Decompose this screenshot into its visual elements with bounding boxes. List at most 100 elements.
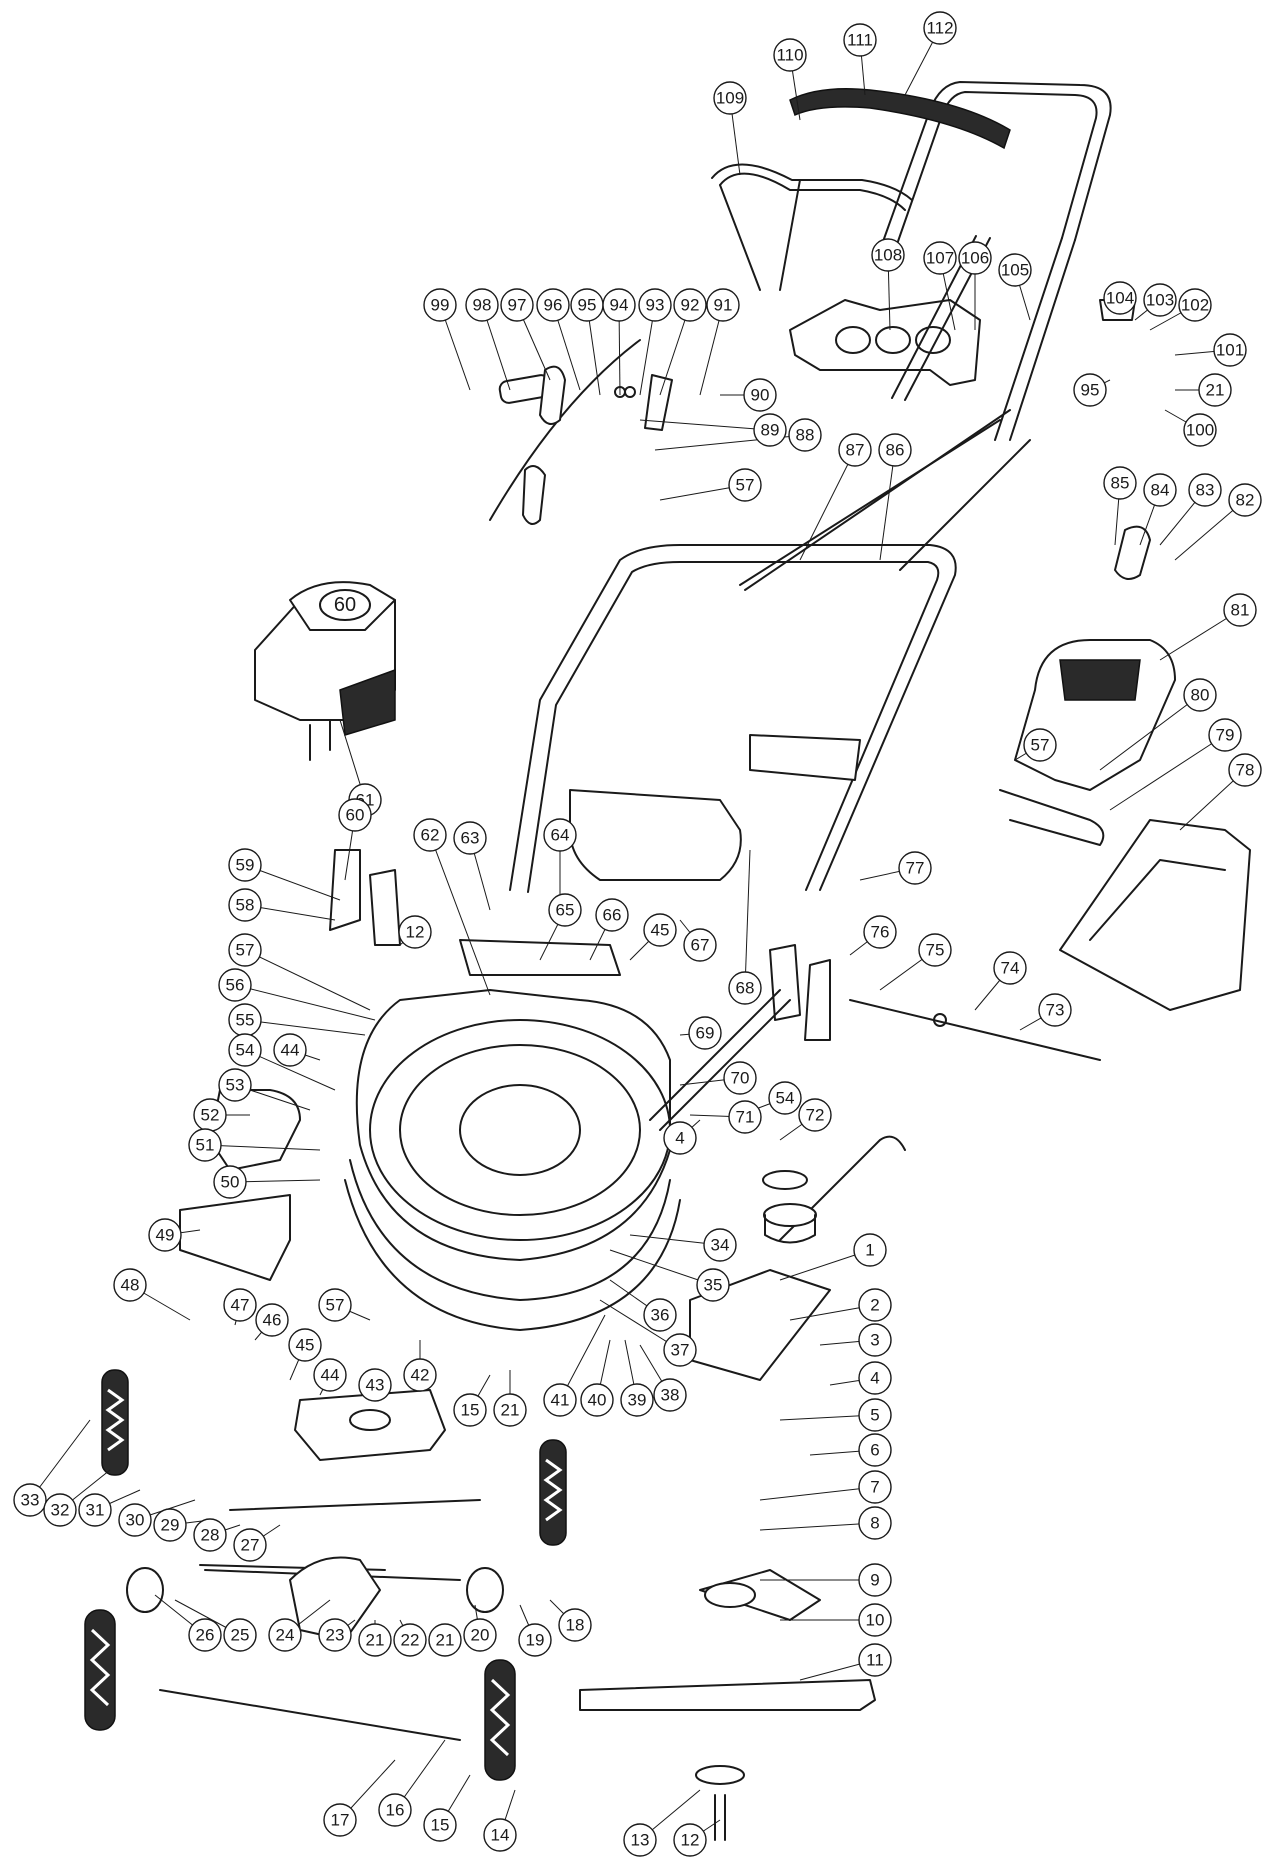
callout-number: 21 (501, 1401, 520, 1420)
mower-deck (344, 989, 681, 1331)
callout-c17: 17 (323, 1803, 357, 1837)
callout-circle (871, 238, 905, 272)
callout-c54a: 54 (228, 1033, 262, 1067)
callout-number: 12 (406, 923, 425, 942)
callout-c21a: 21 (1198, 373, 1232, 407)
callout-circle (728, 971, 762, 1005)
callout-number: 47 (231, 1296, 250, 1315)
callout-number: 56 (226, 976, 245, 995)
callout-circle (288, 1328, 322, 1362)
callout-number: 15 (431, 1816, 450, 1835)
callout-number: 98 (473, 296, 492, 315)
callout-c40: 40 (580, 1383, 614, 1417)
callout-number: 4 (870, 1369, 879, 1388)
callout-circle (858, 1361, 892, 1395)
callout-number: 106 (961, 249, 989, 268)
callout-c79: 79 (1208, 718, 1242, 752)
callout-circle (788, 418, 822, 452)
callout-number: 101 (1216, 341, 1244, 360)
callout-c109: 109 (713, 81, 747, 115)
callout-number: 50 (221, 1173, 240, 1192)
callout-number: 23 (326, 1626, 345, 1645)
callout-circle (858, 1470, 892, 1504)
callout-circle (768, 1081, 802, 1115)
callout-c76: 76 (863, 915, 897, 949)
leader-c87 (799, 449, 856, 561)
callout-number: 25 (231, 1626, 250, 1645)
callout-circle (268, 1618, 302, 1652)
callout-number: 108 (874, 246, 902, 265)
callout-number: 42 (411, 1366, 430, 1385)
callout-number: 103 (1146, 291, 1174, 310)
leader-c80 (1099, 694, 1201, 771)
callout-c12a: 12 (398, 915, 432, 949)
callout-number: 29 (161, 1516, 180, 1535)
callout-circle (1198, 373, 1232, 407)
callout-circle (1103, 281, 1137, 315)
callout-c27: 27 (233, 1528, 267, 1562)
callout-c84: 84 (1143, 473, 1177, 507)
callout-number: 75 (926, 941, 945, 960)
callout-circle (378, 1793, 412, 1827)
callout-circle (1143, 283, 1177, 317)
callout-circle (518, 1623, 552, 1657)
callout-circle (595, 898, 629, 932)
callout-number: 100 (1186, 421, 1214, 440)
engine: 60 (254, 581, 396, 761)
leader-c68 (744, 849, 751, 989)
callout-c2: 2 (858, 1288, 892, 1322)
callout-number: 13 (631, 1831, 650, 1850)
callout-circle (1178, 288, 1212, 322)
callout-number: 81 (1231, 601, 1250, 620)
callout-number: 64 (551, 826, 570, 845)
callout-c81: 81 (1223, 593, 1257, 627)
callout-c16: 16 (378, 1793, 412, 1827)
callout-circle (148, 1218, 182, 1252)
callout-circle (465, 288, 499, 322)
callout-number: 44 (281, 1041, 300, 1060)
callout-circle (838, 433, 872, 467)
callout-c15b: 15 (423, 1808, 457, 1842)
callout-c107: 107 (923, 241, 957, 275)
callout-c111top: 111 (843, 23, 877, 57)
callout-number: 69 (696, 1024, 715, 1043)
callout-number: 65 (556, 901, 575, 920)
callout-circle (483, 1818, 517, 1852)
side-discharge (179, 1089, 301, 1281)
callout-number: 8 (870, 1514, 879, 1533)
grass-catcher-bag (1059, 819, 1251, 1011)
callout-circle (998, 253, 1032, 287)
callout-c44a: 44 (273, 1033, 307, 1067)
callout-number: 17 (331, 1811, 350, 1830)
callout-c47: 47 (223, 1288, 257, 1322)
callout-number: 94 (610, 296, 629, 315)
callout-circle (958, 241, 992, 275)
callout-c88: 88 (788, 418, 822, 452)
callout-number: 95 (1081, 381, 1100, 400)
callout-c103: 103 (1143, 283, 1177, 317)
callout-number: 34 (711, 1236, 730, 1255)
callout-number: 55 (236, 1011, 255, 1030)
callout-number: 46 (263, 1311, 282, 1330)
callout-number: 18 (566, 1616, 585, 1635)
blade-bolt (695, 1765, 745, 1841)
grass-catcher-top (999, 639, 1176, 846)
callout-circle (403, 1358, 437, 1392)
callout-c43: 43 (358, 1368, 392, 1402)
callout-circle (1103, 466, 1137, 500)
callout-number: 70 (731, 1069, 750, 1088)
callout-c15a: 15 (453, 1393, 487, 1427)
callout-number: 31 (86, 1501, 105, 1520)
callout-c55: 55 (228, 1003, 262, 1037)
callout-c105: 105 (998, 253, 1032, 287)
callout-circle (623, 1823, 657, 1857)
callout-number: 5 (870, 1406, 879, 1425)
callout-c45a: 45 (643, 913, 677, 947)
callout-c87: 87 (838, 433, 872, 467)
callout-circle (213, 1165, 247, 1199)
callout-number: 37 (671, 1341, 690, 1360)
callout-circle (858, 1323, 892, 1357)
callout-circle (858, 1433, 892, 1467)
callout-c78: 78 (1228, 753, 1262, 787)
